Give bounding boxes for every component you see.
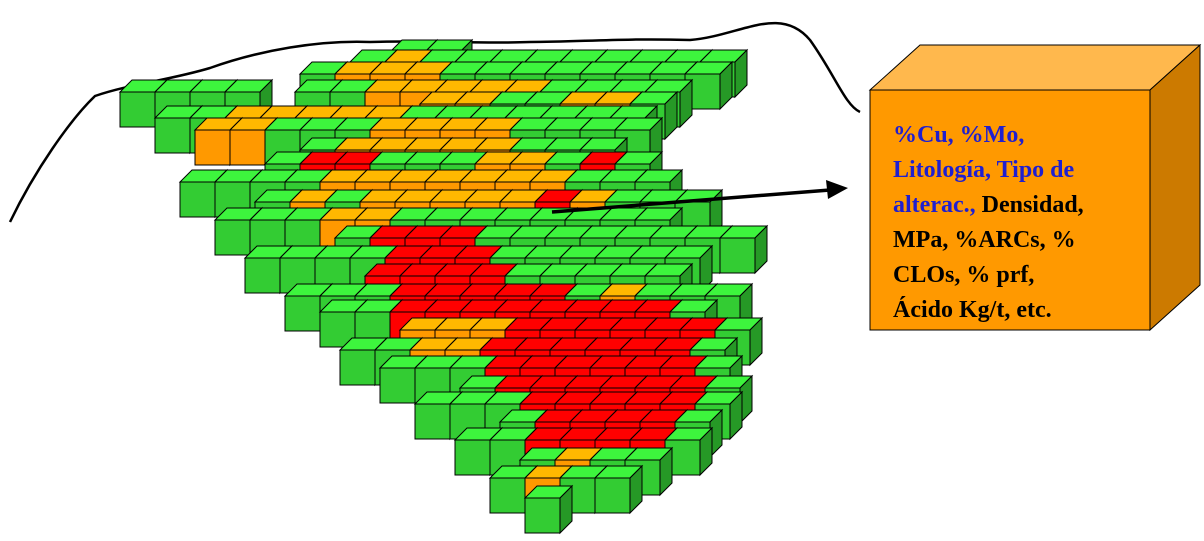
block-attribute-list: %Cu, %Mo, Litología, Tipo de alterac., Den… <box>893 122 1084 323</box>
block-model-cubes <box>118 38 769 535</box>
green-block-cube <box>523 484 574 535</box>
attribute-segment: %Cu, %Mo, <box>893 122 1024 148</box>
attribute-line: %Cu, %Mo, <box>893 122 1024 148</box>
attribute-segment: MPa, %ARCs, % <box>893 227 1076 253</box>
attribute-line: Litología, Tipo de <box>893 157 1075 183</box>
block-attribute-cube-icon <box>868 43 1202 332</box>
green-block-cube <box>593 464 644 515</box>
attribute-segment: alterac., <box>893 192 976 218</box>
attribute-line: alterac., Densidad, <box>893 192 1084 218</box>
attribute-segment: Ácido Kg/t, etc. <box>893 297 1052 323</box>
pointer-arrow <box>551 180 848 214</box>
attribute-line: CLOs, % prf, <box>893 262 1034 288</box>
attribute-segment: CLOs, % prf, <box>893 262 1034 288</box>
attribute-segment: Litología, Tipo de <box>893 157 1075 183</box>
green-block-cube <box>718 224 769 275</box>
attribute-line: Ácido Kg/t, etc. <box>893 297 1052 323</box>
attribute-line: MPa, %ARCs, % <box>893 227 1076 253</box>
attribute-segment: Densidad, <box>976 192 1084 218</box>
